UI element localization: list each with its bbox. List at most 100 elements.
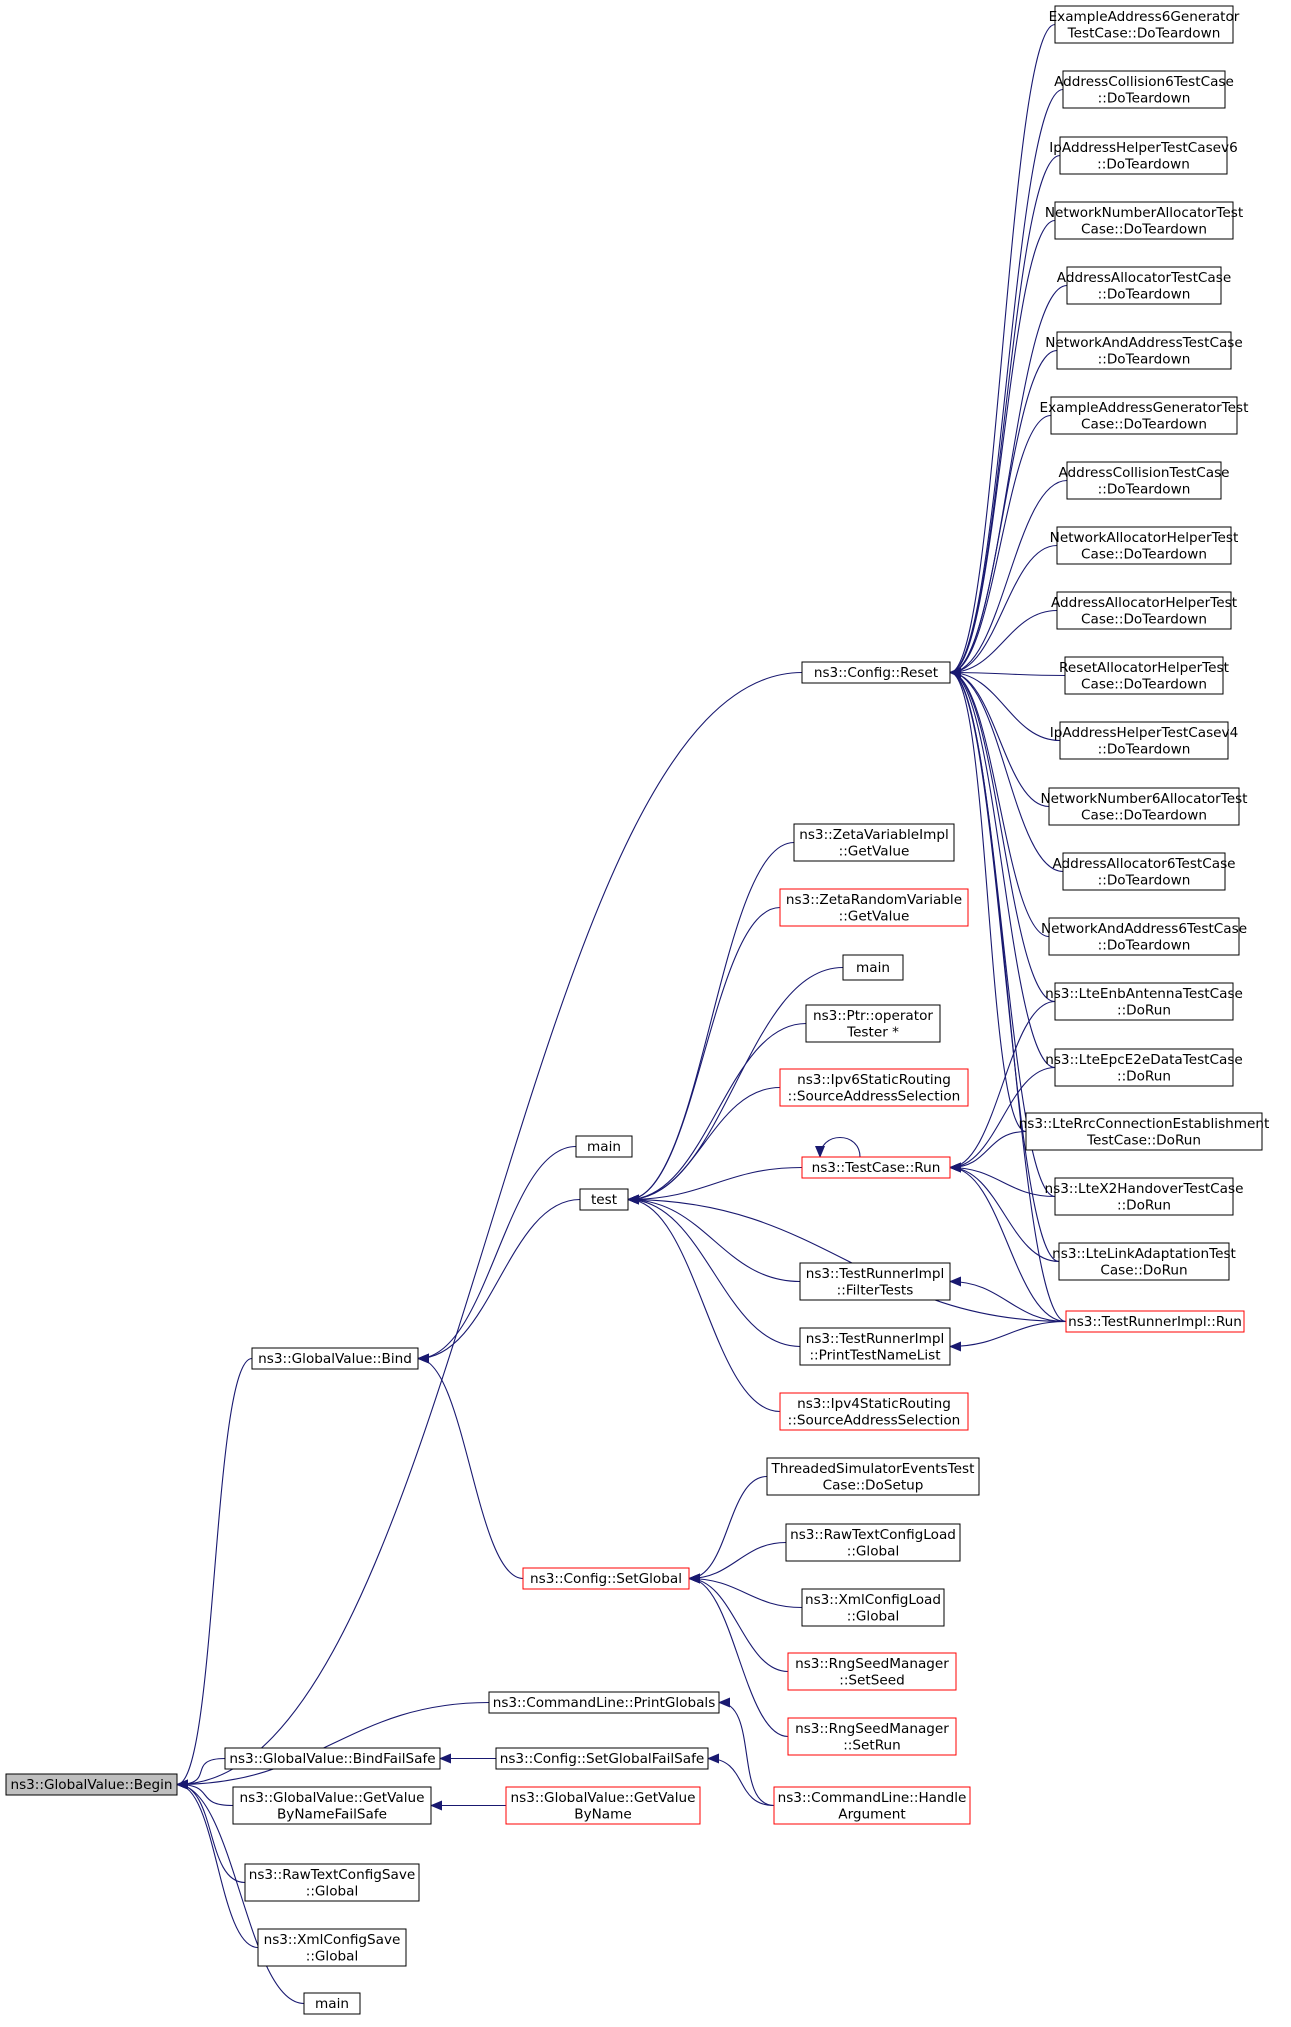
node-lte4[interactable]: ns3::LteX2HandoverTestCase::DoRun: [1045, 1177, 1244, 1216]
edge-trrun-to-test: [627, 1194, 1067, 1323]
node-lte1[interactable]: ns3::LteEnbAntennaTestCase::DoRun: [1045, 982, 1243, 1021]
node-box: [799, 1327, 951, 1366]
edge-td06-to-reset: [949, 349, 1058, 678]
node-label: Case::DoTeardown: [1081, 611, 1207, 627]
node-label: Case::DoSetup: [823, 1477, 924, 1493]
node-box: [801, 1588, 945, 1627]
node-td05[interactable]: AddressAllocatorTestCase::DoTeardown: [1057, 266, 1231, 305]
node-label: ::SetRun: [843, 1737, 901, 1753]
node-label: Case::DoRun: [1100, 1262, 1187, 1278]
node-label: ns3::TestRunnerImpl: [806, 1266, 945, 1282]
node-lte2[interactable]: ns3::LteEpcE2eDataTestCase::DoRun: [1045, 1048, 1243, 1087]
node-label: Case::DoTeardown: [1081, 416, 1207, 432]
node-label: ns3::GlobalValue::GetValue: [511, 1790, 696, 1806]
node-reset[interactable]: ns3::Config::Reset: [801, 661, 951, 684]
node-label: ::DoTeardown: [1098, 741, 1191, 757]
edge-ipv6s-to-test: [627, 1086, 781, 1205]
node-box: [1066, 461, 1222, 500]
edge-bindfs-to-begin: [176, 1757, 226, 1790]
node-td10[interactable]: AddressAllocatorHelperTestCase::DoTeardo…: [1051, 591, 1237, 630]
node-td12[interactable]: IpAddressHelperTestCasev4::DoTeardown: [1050, 721, 1238, 760]
node-box: [1066, 266, 1222, 305]
node-label: AddressCollision6TestCase: [1054, 74, 1234, 90]
node-td03[interactable]: IpAddressHelperTestCasev6::DoTeardown: [1049, 136, 1238, 175]
node-label: ByNameFailSafe: [277, 1806, 387, 1822]
node-main3[interactable]: main: [303, 1992, 361, 2015]
node-lte3[interactable]: ns3::LteRrcConnectionEstablishmentTestCa…: [1019, 1112, 1270, 1151]
node-label: Case::DoTeardown: [1081, 221, 1207, 237]
edge-xmlload-to-setglobal: [688, 1573, 803, 1609]
node-box: [303, 1992, 361, 2015]
node-ipv6s[interactable]: ns3::Ipv6StaticRouting::SourceAddressSel…: [779, 1068, 969, 1107]
node-label: ::Global: [306, 1948, 359, 1964]
node-setrun[interactable]: ns3::RngSeedManager::SetRun: [787, 1717, 957, 1756]
node-label: Tester *: [846, 1024, 899, 1040]
node-printtn[interactable]: ns3::TestRunnerImpl::PrintTestNameList: [799, 1327, 951, 1366]
node-label: IpAddressHelperTestCasev6: [1049, 140, 1237, 156]
edge-trrun-to-printtn: [949, 1320, 1067, 1352]
node-td07[interactable]: ExampleAddressGeneratorTestCase::DoTeard…: [1040, 396, 1249, 435]
node-td02[interactable]: AddressCollision6TestCase::DoTeardown: [1054, 70, 1234, 109]
node-ipv4s[interactable]: ns3::Ipv4StaticRouting::SourceAddressSel…: [779, 1392, 969, 1431]
node-td06[interactable]: NetworkAndAddressTestCase::DoTeardown: [1045, 331, 1243, 370]
node-box: [801, 1156, 951, 1179]
edge-main3-to-begin: [176, 1779, 305, 2005]
edge-td14-to-reset: [949, 667, 1064, 873]
node-box: [805, 1004, 941, 1043]
node-label: Case::DoTeardown: [1081, 676, 1207, 692]
node-label: ns3::CommandLine::PrintGlobals: [493, 1695, 716, 1711]
node-setglobalfs[interactable]: ns3::Config::SetGlobalFailSafe: [495, 1747, 709, 1770]
node-label: AddressAllocatorHelperTest: [1051, 595, 1237, 611]
node-printglobals[interactable]: ns3::CommandLine::PrintGlobals: [488, 1691, 720, 1714]
node-bindfs[interactable]: ns3::GlobalValue::BindFailSafe: [224, 1747, 441, 1770]
node-main2[interactable]: main: [842, 954, 904, 981]
node-td15[interactable]: NetworkAndAddress6TestCase::DoTeardown: [1041, 917, 1247, 956]
node-box: [1054, 1177, 1234, 1216]
node-bind[interactable]: ns3::GlobalValue::Bind: [251, 1347, 419, 1370]
edge-td09-to-reset: [949, 544, 1058, 678]
node-setglobal[interactable]: ns3::Config::SetGlobal: [522, 1567, 690, 1590]
node-td01[interactable]: ExampleAddress6GeneratorTestCase::DoTear…: [1049, 5, 1240, 44]
node-rawload[interactable]: ns3::RawTextConfigLoad::Global: [785, 1523, 961, 1562]
node-zrv[interactable]: ns3::ZetaRandomVariable::GetValue: [779, 888, 969, 927]
node-main1[interactable]: main: [575, 1135, 633, 1158]
node-label: Case::DoTeardown: [1081, 546, 1207, 562]
node-box: [505, 1786, 701, 1825]
node-box: [579, 1188, 629, 1211]
node-box: [5, 1773, 178, 1796]
node-tcrun[interactable]: ns3::TestCase::Run: [801, 1156, 951, 1179]
node-test[interactable]: test: [579, 1188, 629, 1211]
node-td04[interactable]: NetworkNumberAllocatorTestCase::DoTeardo…: [1045, 201, 1243, 240]
node-label: ::DoTeardown: [1098, 286, 1191, 302]
node-filter[interactable]: ns3::TestRunnerImpl::FilterTests: [799, 1262, 951, 1301]
node-setseed[interactable]: ns3::RngSeedManager::SetSeed: [787, 1652, 957, 1691]
node-begin[interactable]: ns3::GlobalValue::Begin: [5, 1773, 178, 1796]
nodes-layer: ns3::GlobalValue::Begin ns3::Config::Rese…: [5, 5, 1270, 2015]
node-label: ::DoRun: [1117, 1002, 1171, 1018]
node-label: ns3::RngSeedManager: [795, 1656, 949, 1672]
node-xmlsave[interactable]: ns3::XmlConfigSave::Global: [257, 1928, 407, 1967]
edges-layer: [176, 23, 1068, 2005]
node-trrun[interactable]: ns3::TestRunnerImpl::Run: [1065, 1310, 1245, 1333]
node-rawsave[interactable]: ns3::RawTextConfigSave::Global: [244, 1863, 420, 1902]
node-td08[interactable]: AddressCollisionTestCase::DoTeardown: [1058, 461, 1230, 500]
node-zvi[interactable]: ns3::ZetaVariableImpl::GetValue: [793, 823, 955, 862]
node-td09[interactable]: NetworkAllocatorHelperTestCase::DoTeardo…: [1050, 526, 1239, 565]
node-box: [1059, 721, 1229, 760]
node-label: ExampleAddressGeneratorTest: [1040, 400, 1249, 416]
node-box: [766, 1457, 980, 1496]
node-td13[interactable]: NetworkNumber6AllocatorTestCase::DoTeard…: [1041, 787, 1248, 826]
node-label: main: [856, 960, 890, 976]
node-td14[interactable]: AddressAllocator6TestCase::DoTeardown: [1052, 852, 1236, 891]
node-label: ResetAllocatorHelperTest: [1059, 660, 1229, 676]
node-xmlload[interactable]: ns3::XmlConfigLoad::Global: [801, 1588, 945, 1627]
node-label: ns3::XmlConfigLoad: [805, 1592, 941, 1608]
